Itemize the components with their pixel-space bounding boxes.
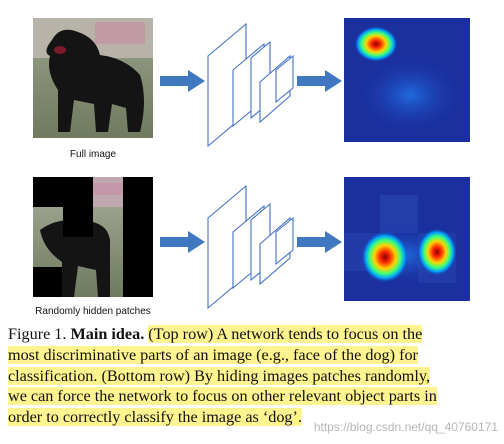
network-icon-top (207, 22, 294, 148)
caption-line-4: we can force the network to focus on oth… (8, 387, 437, 406)
arrow-top-right (297, 70, 342, 92)
arrow-bottom-right (297, 231, 342, 253)
caption-line-2: most discriminative parts of an image (e… (8, 345, 418, 364)
heatmap-bottom (344, 177, 470, 301)
hidden-patches-label: Randomly hidden patches (35, 306, 151, 317)
arrow-bottom-left (160, 231, 205, 253)
caption-figure-number: Figure 1. (8, 325, 67, 343)
caption-line-3: classification. (Bottom row) By hiding i… (8, 366, 430, 385)
full-image-photo (33, 18, 153, 138)
caption-title: Main idea. (70, 325, 145, 343)
figure-caption: Figure 1. Main idea. (Top row) A network… (8, 324, 502, 428)
arrow-top-left (160, 70, 205, 92)
network-icon-bottom (207, 184, 294, 310)
caption-line-5: order to correctly classify the image as… (8, 408, 302, 427)
full-image-label: Full image (69, 149, 117, 160)
heatmap-top (344, 18, 470, 142)
hidden-patches-photo (33, 177, 153, 297)
watermark: https://blog.csdn.net/qq_40760171 (313, 420, 498, 434)
caption-line-1: (Top row) A network tends to focus on th… (148, 325, 423, 343)
